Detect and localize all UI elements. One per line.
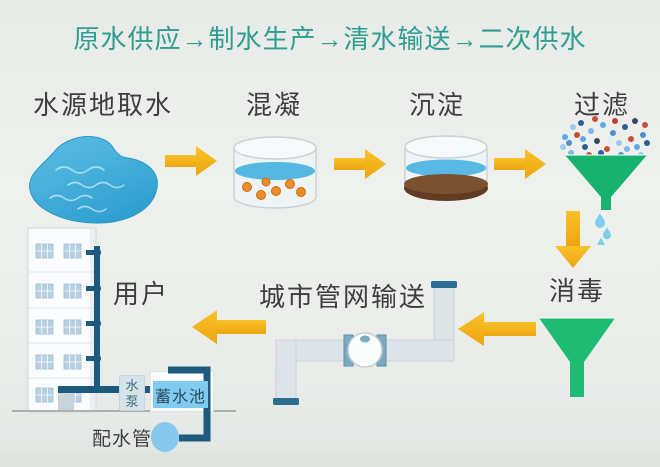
page-title: 原水供应→制水生产→清水输送→二次供水 xyxy=(73,24,587,54)
building-standpipe-graphic xyxy=(58,246,158,393)
disinfection-funnel-graphic xyxy=(539,317,615,397)
reservoir-box: 蓄水池 xyxy=(153,381,208,408)
flow-arrow-left-2-icon xyxy=(192,310,266,344)
stage-label-filtration: 过滤 xyxy=(574,90,631,120)
stage-label-sedimentation: 沉淀 xyxy=(409,90,466,120)
ground-line xyxy=(12,410,236,412)
stage-label-intake: 水源地取水 xyxy=(33,90,174,120)
city-pipe-network-graphic xyxy=(273,281,457,405)
flow-arrow-right-2-icon xyxy=(334,149,386,179)
stage-label-distribution: 城市管网输送 xyxy=(259,282,428,312)
distribution-pipe-label: 配水管 xyxy=(92,429,153,450)
coagulation-tank-graphic xyxy=(233,136,317,209)
flow-arrow-down-icon xyxy=(555,211,591,268)
flow-arrow-right-3-icon xyxy=(494,149,546,179)
lake-water-source-graphic xyxy=(29,136,158,224)
stage-label-users: 用户 xyxy=(113,279,170,309)
stage-label-disinfection: 消毒 xyxy=(549,276,606,306)
residential-building-graphic xyxy=(27,227,97,413)
flow-arrow-right-1-icon xyxy=(165,146,217,176)
stage-label-coagulation: 混凝 xyxy=(246,90,303,120)
filtration-funnel-graphic xyxy=(560,116,650,245)
flow-arrow-left-1-icon xyxy=(458,312,536,346)
distribution-pipe-node xyxy=(151,422,179,452)
pump-box: 水泵 xyxy=(119,375,145,411)
sedimentation-tank-graphic xyxy=(404,135,488,201)
bottom-margin-strip xyxy=(0,452,660,467)
